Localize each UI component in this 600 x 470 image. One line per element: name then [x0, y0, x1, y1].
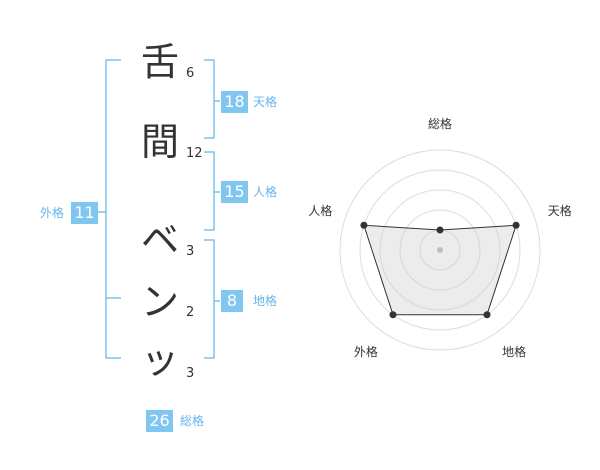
radar-point — [389, 311, 397, 319]
radar-ring — [379, 189, 501, 311]
jinkaku-label: 人格 — [253, 185, 278, 199]
chikaku-label: 地格 — [253, 294, 278, 308]
gaikaku-label: 外格 — [40, 206, 65, 220]
radar-center-dot — [437, 247, 443, 253]
jinkaku-value: 15 — [221, 181, 248, 203]
name-char-1: 舌 — [140, 40, 179, 84]
radar-point — [436, 226, 444, 234]
tenkaku-label: 天格 — [253, 95, 278, 109]
radar-axis-label: 地格 — [502, 344, 526, 359]
tenkaku-value: 18 — [221, 91, 248, 113]
radar-point — [512, 221, 520, 229]
stroke-count-3: 3 — [186, 244, 195, 259]
soukaku-label: 総格 — [180, 414, 205, 428]
name-char-2: 間 — [140, 120, 179, 164]
radar-ring — [339, 149, 541, 351]
radar-ring — [359, 169, 521, 331]
radar-axis-label: 外格 — [354, 344, 378, 359]
stroke-count-1: 6 — [186, 66, 195, 81]
name-char-5: ッ — [140, 338, 179, 382]
name-char-4: ン — [140, 280, 179, 324]
radar-polygon — [363, 224, 517, 316]
stroke-count-5: 3 — [186, 366, 195, 381]
chikaku-value: 8 — [221, 290, 243, 312]
radar-point — [483, 311, 491, 319]
radar-rings — [339, 149, 541, 351]
gaikaku-value: 11 — [71, 202, 98, 224]
radar-axis-label: 総格 — [428, 116, 452, 131]
stroke-count-2: 12 — [186, 146, 203, 161]
radar-ring — [399, 209, 481, 291]
soukaku-value: 26 — [146, 410, 173, 432]
radar-point — [360, 221, 368, 229]
stroke-count-4: 2 — [186, 305, 195, 320]
name-char-3: ベ — [140, 218, 179, 262]
radar-axis-label: 天格 — [548, 203, 572, 218]
radar-axis-label: 人格 — [308, 203, 332, 218]
